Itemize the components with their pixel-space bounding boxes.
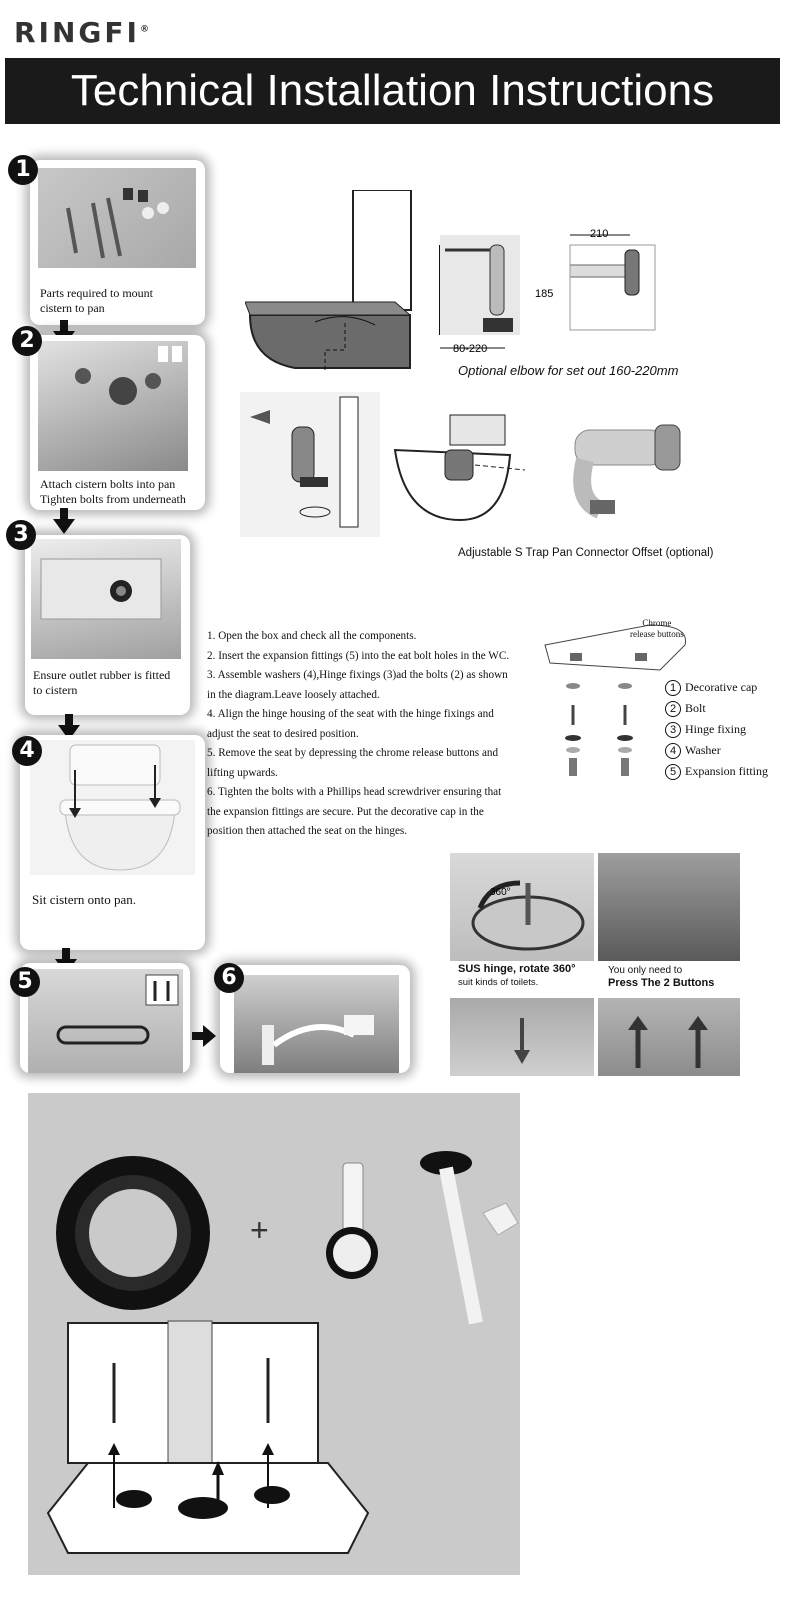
- chrome-release-callout: Chrome release buttons: [630, 618, 684, 639]
- kit-illustration: +: [46, 1151, 519, 1554]
- rotate-hinge-illustration: 360°: [471, 880, 585, 951]
- instruction-line: 4. Align the hinge housing of the seat w…: [207, 708, 494, 720]
- hinge-photo-grid: 360° SUS hinge, rotate 360° suit kinds o…: [450, 853, 740, 1076]
- instruction-line: 6. Tighten the bolts with a Phillips hea…: [207, 786, 502, 798]
- arrow-right-icon: [192, 1025, 216, 1047]
- step-5-number: 5: [10, 967, 40, 997]
- cistern-outlet-illustration: [40, 558, 162, 620]
- s-trap-connector-photo: [573, 424, 681, 519]
- step-2-number: 2: [12, 326, 42, 356]
- step-6-photo: [234, 975, 399, 1073]
- press-buttons-photo: [598, 853, 740, 961]
- step-2-card: Attach cistern bolts into pan Tighten bo…: [30, 335, 205, 510]
- pan-holes-illustration: [75, 346, 182, 405]
- instruction-line: 3. Assemble washers (4),Hinge fixings (3…: [207, 669, 508, 681]
- step-5-photo: [28, 969, 183, 1073]
- step-3-photo-cistern: [31, 539, 181, 659]
- dim-top: 210: [590, 228, 608, 240]
- elbow-caption: Optional elbow for set out 160-220mm: [458, 363, 679, 378]
- step-4-card: Sit cistern onto pan.: [20, 735, 205, 950]
- step-6-card: [220, 965, 410, 1073]
- arrow-down-icon: [53, 508, 75, 534]
- down-arrow-illustration: [514, 1018, 530, 1064]
- step-1-card: Parts required to mount cistern to pan: [30, 160, 205, 325]
- instruction-list: 1. Open the box and check all the compon…: [207, 627, 537, 842]
- kit-panel: +: [28, 1093, 520, 1575]
- step-4-photo-toilet: [30, 740, 195, 875]
- page-title-banner: Technical Installation Instructions: [5, 58, 780, 124]
- instruction-line: 1. Open the box and check all the compon…: [207, 630, 417, 642]
- toilet-connector-diagram: [393, 414, 526, 522]
- rotate-label: 360°: [490, 887, 511, 898]
- hinge-caption-right: You only need to Press The 2 Buttons: [608, 965, 715, 989]
- bolt-plate-illustration: [56, 974, 179, 1045]
- step-3-caption: Ensure outlet rubber is fitted to cister…: [33, 668, 171, 697]
- step-1-caption: Parts required to mount cistern to pan: [40, 286, 153, 315]
- wall-pipe-diagram: [240, 392, 380, 537]
- brand-logo: RINGFI®: [14, 16, 149, 49]
- step-5-card: [20, 963, 190, 1073]
- instruction-line: 5. Remove the seat by depressing the chr…: [207, 747, 499, 759]
- toilet-illustration: [59, 744, 181, 871]
- dim-bottom: 80-220: [453, 343, 487, 355]
- instruction-line: lifting upwards.: [207, 766, 278, 779]
- instruction-line: in the diagram.Leave loosely attached.: [207, 688, 380, 701]
- hinge-caption-left: SUS hinge, rotate 360° suit kinds of toi…: [458, 963, 576, 988]
- elbow-front-diagram: 210 185: [535, 228, 656, 331]
- step-1-photo-bolts: [38, 168, 196, 268]
- step-3-card: Ensure outlet rubber is fitted to cister…: [25, 535, 190, 715]
- instruction-line: 2. Insert the expansion fittings (5) int…: [207, 649, 510, 662]
- fill-valve-illustration: [262, 1015, 374, 1065]
- strap-caption: Adjustable S Trap Pan Connector Offset (…: [458, 547, 714, 559]
- plus-sign: +: [250, 1212, 269, 1248]
- step-1-number: 1: [8, 155, 38, 185]
- seat-underside-photo-right: [598, 998, 740, 1076]
- instruction-line: adjust the seat to desired position.: [207, 727, 359, 740]
- step-2-photo-pan: [38, 341, 188, 471]
- instruction-line: the expansion fittings are secure. Put t…: [207, 805, 484, 818]
- up-arrows-illustration: [628, 1016, 708, 1068]
- hinge-rotate-photo: 360°: [450, 853, 594, 961]
- instruction-line: position then attached the seat on the h…: [207, 825, 408, 837]
- seat-lid-diagram: [544, 624, 687, 671]
- step-3-number: 3: [6, 520, 36, 550]
- toilet-side-diagram: [245, 190, 412, 370]
- hinge-parts-illustration: [565, 683, 633, 776]
- page-title: Technical Installation Instructions: [70, 66, 715, 115]
- arrow-down-icon: [58, 714, 80, 740]
- step-4-caption: Sit cistern onto pan.: [32, 892, 136, 907]
- step-2-caption: Attach cistern bolts into pan Tighten bo…: [40, 477, 186, 506]
- seat-underside-photo-left: [450, 998, 594, 1076]
- elbow-side-diagram: 80-220: [439, 235, 520, 355]
- dim-side: 185: [535, 288, 553, 300]
- bolts-illustration: [66, 188, 169, 259]
- step-6-number: 6: [214, 963, 244, 993]
- step-4-number: 4: [12, 736, 42, 766]
